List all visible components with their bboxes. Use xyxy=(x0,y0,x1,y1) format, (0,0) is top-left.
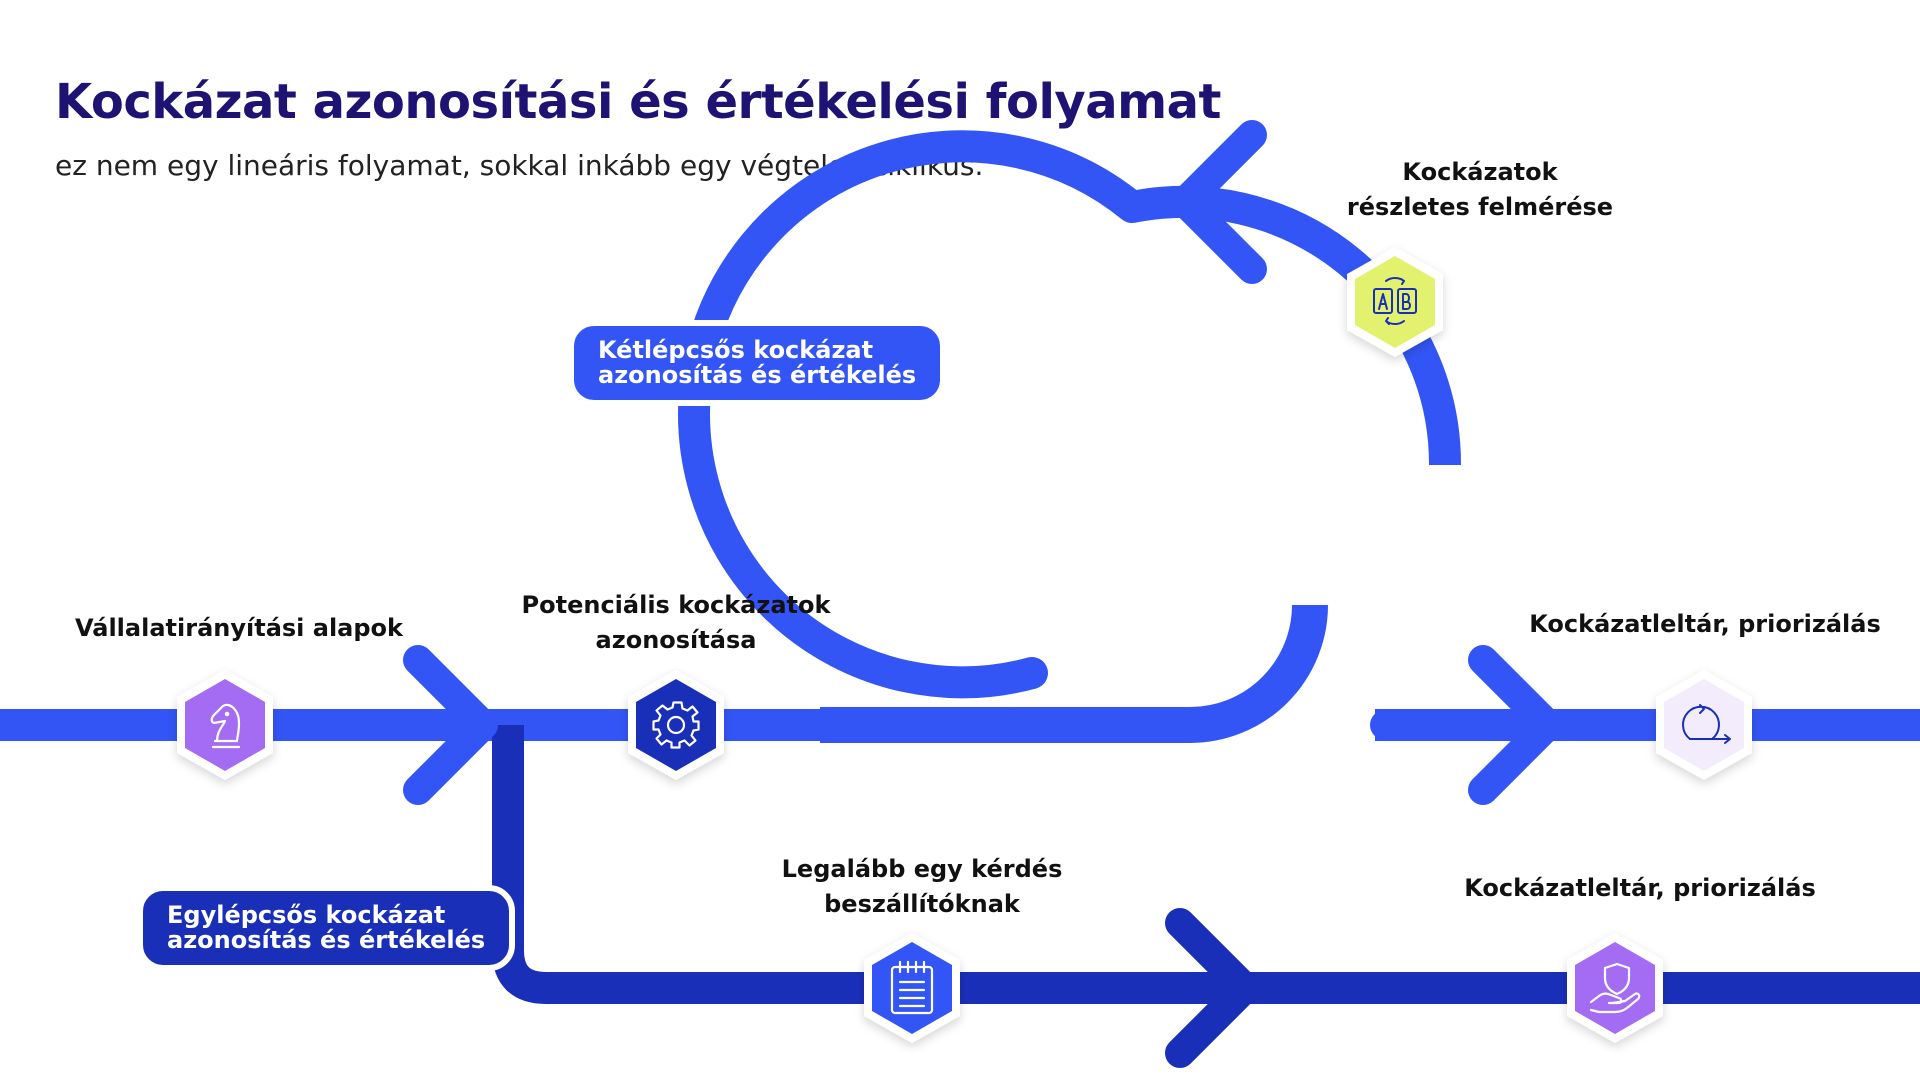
step-node-vallalat xyxy=(177,670,273,780)
step-node-reszletes xyxy=(1347,247,1443,357)
flow-arrowhead-left-icon xyxy=(403,645,498,805)
label-leltar-top-line1: Kockázatleltár, priorizálás xyxy=(1529,610,1881,638)
label-vallalat-line1: Vállalatirányítási alapok xyxy=(75,614,403,642)
label-reszletes: Kockázatok részletes felmérése xyxy=(1320,155,1640,225)
label-leltar-top: Kockázatleltár, priorizálás xyxy=(1525,607,1885,642)
chess-knight-icon xyxy=(210,703,241,749)
one-step-pill-line2: azonosítás és értékelés xyxy=(167,926,486,954)
branch-arrowhead-icon xyxy=(1165,908,1260,1068)
label-potencialis-line2: azonosítása xyxy=(595,626,757,654)
step-node-potencialis xyxy=(628,670,724,780)
label-reszletes-line2: részletes felmérése xyxy=(1346,193,1614,221)
label-kerdes: Legalább egy kérdés beszállítóknak xyxy=(752,852,1092,922)
two-step-pill-line1: Kétlépcsős kockázat xyxy=(598,336,874,364)
two-step-pill-line2: azonosítás és értékelés xyxy=(598,361,917,389)
label-reszletes-line1: Kockázatok xyxy=(1402,158,1558,186)
cycle-arrowhead-icon xyxy=(1170,120,1267,284)
cycle-return-segment xyxy=(820,604,1328,743)
label-kerdes-line1: Legalább egy kérdés xyxy=(781,855,1063,883)
label-kerdes-line2: beszállítóknak xyxy=(824,890,1020,918)
page-title: Kockázat azonosítási és értékelési folya… xyxy=(55,74,1221,130)
label-leltar-bottom: Kockázatleltár, priorizálás xyxy=(1460,871,1820,906)
label-potencialis-line1: Potenciális kockázatok xyxy=(521,591,831,619)
step-node-kerdes xyxy=(864,933,960,1043)
step-node-leltar-bottom xyxy=(1567,933,1663,1043)
hand-shield-icon xyxy=(1589,962,1641,1014)
one-step-pill-line1: Egylépcsős kockázat xyxy=(167,901,446,929)
label-vallalat: Vállalatirányítási alapok xyxy=(75,611,403,646)
gear-icon xyxy=(652,701,700,749)
two-step-cycle-loop xyxy=(678,120,1462,743)
one-step-pill: Egylépcsős kockázat azonosítás és értéke… xyxy=(137,885,516,971)
label-leltar-bottom-line1: Kockázatleltár, priorizálás xyxy=(1464,874,1816,902)
notepad-icon xyxy=(890,960,934,1015)
step-node-leltar-top xyxy=(1656,670,1752,780)
ab-compare-icon xyxy=(1373,277,1417,325)
flow-arrowhead-right-icon xyxy=(1370,645,1563,805)
label-potencialis: Potenciális kockázatok azonosítása xyxy=(511,588,841,658)
two-step-pill: Kétlépcsős kockázat azonosítás és értéke… xyxy=(568,320,947,406)
cycle-arrow-icon xyxy=(1682,704,1731,744)
